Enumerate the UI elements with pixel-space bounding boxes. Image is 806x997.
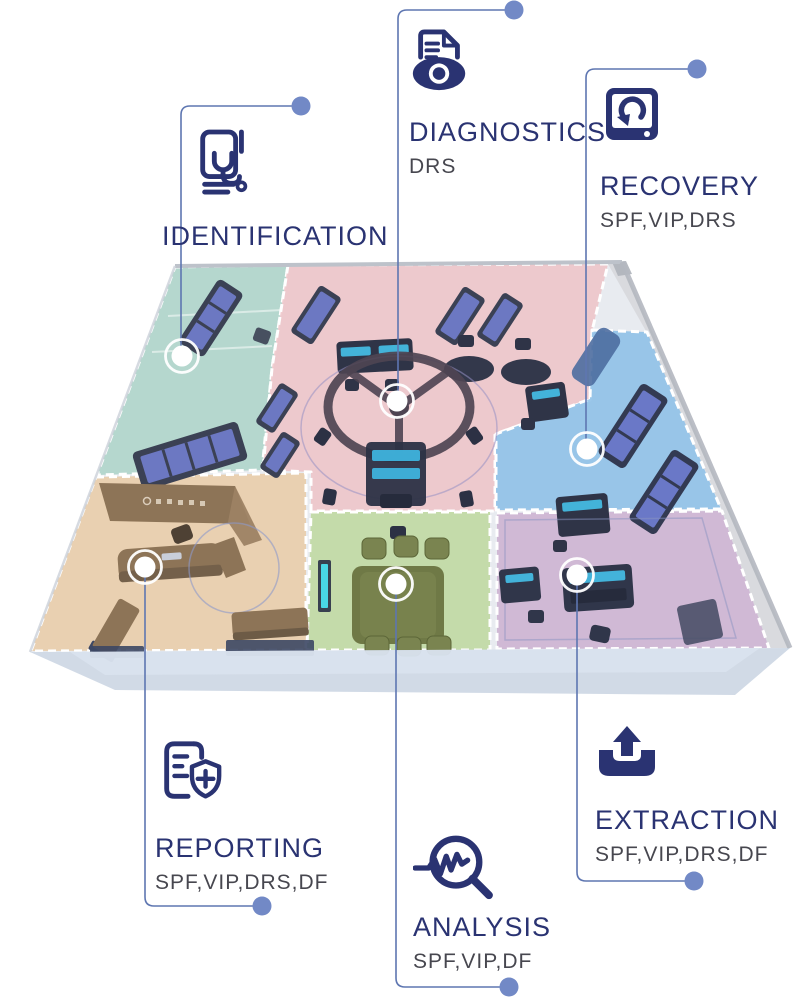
connector-dot-analysis xyxy=(499,977,519,997)
logo-wall xyxy=(99,483,250,524)
marker-reporting[interactable] xyxy=(127,549,163,585)
marker-identification[interactable] xyxy=(164,338,200,374)
connector-dot-reporting xyxy=(252,896,272,916)
connector-dot-diagnostics xyxy=(504,0,524,20)
furniture-identification xyxy=(132,279,283,490)
connector-analysis xyxy=(395,586,506,988)
connector-extraction xyxy=(576,577,691,882)
marker-recovery[interactable] xyxy=(569,431,605,467)
connector-dot-extraction xyxy=(684,871,704,891)
marker-analysis[interactable] xyxy=(378,566,414,602)
floor-slab-highlight xyxy=(70,648,760,675)
connector-diagnostics xyxy=(397,9,514,400)
connector-identification xyxy=(180,105,301,356)
connector-recovery xyxy=(585,68,697,448)
connector-dot-identification xyxy=(291,96,311,116)
connector-dot-recovery xyxy=(687,59,707,79)
connector-reporting xyxy=(144,569,259,907)
marker-diagnostics[interactable] xyxy=(379,383,415,419)
marker-extraction[interactable] xyxy=(559,557,595,593)
zone-diagnostics-area[interactable] xyxy=(261,262,610,513)
furniture-recovery xyxy=(521,327,699,552)
zone-markers xyxy=(127,338,605,602)
